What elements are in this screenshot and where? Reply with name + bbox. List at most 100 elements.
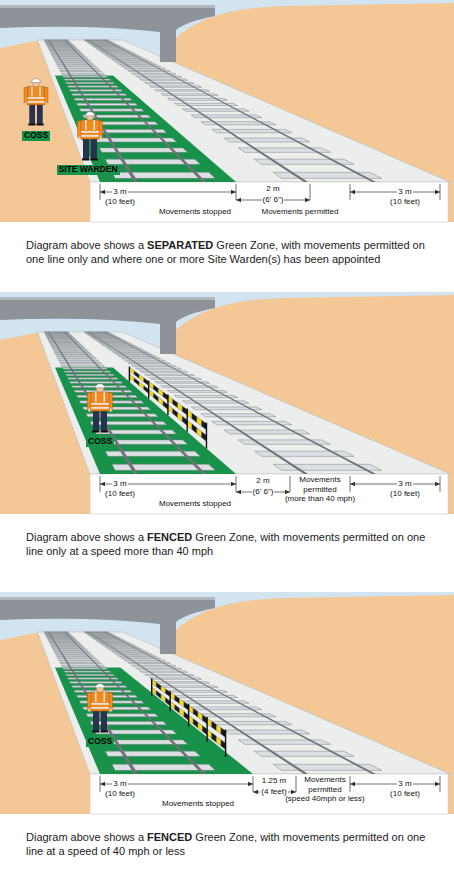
worker-boot <box>92 731 100 733</box>
bridge-parapet <box>0 597 215 600</box>
fence-post <box>206 717 207 742</box>
barrier-panel <box>197 428 202 438</box>
dimension-label: 3 m <box>112 779 127 789</box>
reflective-strap <box>94 120 96 130</box>
dimension-tick <box>296 776 297 792</box>
worker-figure <box>78 112 103 161</box>
dimension-arrowhead <box>350 482 355 486</box>
barrier-panel <box>161 694 166 702</box>
safety-helmet <box>85 112 95 116</box>
safety-fence <box>129 367 206 449</box>
barrier-panel <box>178 413 183 422</box>
worker-hand <box>99 136 103 140</box>
reflective-band <box>91 703 109 705</box>
dimension-label: (speed 40mph or less) <box>285 794 365 804</box>
barrier-panel <box>193 719 198 728</box>
dimension-label: 3 m <box>112 479 127 489</box>
worker-hand <box>24 102 27 105</box>
rail <box>64 632 206 774</box>
worker-hand <box>88 708 92 712</box>
dimension-line <box>350 192 440 193</box>
person-label: COSS <box>86 737 114 747</box>
dimension-arrowhead <box>231 190 236 194</box>
worker-figure <box>88 684 113 733</box>
barrier-panel <box>198 722 203 731</box>
worker-leg <box>93 410 99 432</box>
barrier-panel <box>144 378 149 386</box>
barrier-panel <box>192 413 197 422</box>
rail <box>104 332 376 474</box>
dimension-arrowhead <box>100 782 105 786</box>
sky <box>0 592 454 814</box>
caption-emphasis: SEPARATED <box>147 239 213 251</box>
dimension-label: (4 feet) <box>260 787 287 797</box>
barrier-panel <box>179 699 184 707</box>
dimension-label: 2 m <box>266 184 279 194</box>
fence-post <box>169 691 170 711</box>
fence-post <box>206 423 207 449</box>
dimension-tick <box>290 476 291 492</box>
barrier-panel <box>158 389 163 397</box>
worker-boot <box>82 159 90 161</box>
reflective-band <box>27 101 44 103</box>
rail <box>104 40 376 182</box>
dimension-label: Movements stopped <box>162 799 234 809</box>
barrier-panel <box>198 712 203 721</box>
worker-head <box>96 385 104 393</box>
barrier-panel <box>153 393 158 401</box>
bridge-deck <box>0 597 215 654</box>
barrier-panel <box>175 696 180 704</box>
dimension-arrowhead <box>100 482 105 486</box>
dimension-line <box>350 784 440 785</box>
reflective-band <box>81 135 99 137</box>
barrier-panel <box>149 381 154 389</box>
fence-post <box>129 367 130 382</box>
person-label: SITE WARDEN <box>57 165 120 175</box>
panel-illustration <box>0 592 454 814</box>
dimension-arrowhead <box>236 490 241 494</box>
barrier-panel <box>178 403 183 412</box>
person-label: COSS <box>22 131 50 141</box>
dimension-arrowhead <box>305 198 310 202</box>
dimension-label: (10 feet) <box>105 197 135 207</box>
dimension-arrowhead <box>350 190 355 194</box>
dimension-label: Movements stopped <box>159 499 231 509</box>
barrier-panel <box>182 406 187 415</box>
dimension-label: Movements permitted <box>295 475 345 494</box>
dimension-label: (more than 40 mph) <box>285 494 355 504</box>
rail <box>64 40 206 182</box>
dimension-label: 1.25 m <box>262 776 286 786</box>
dimension-arrowhead <box>435 482 440 486</box>
barrier-panel <box>193 708 198 717</box>
reflective-strap <box>104 692 106 702</box>
dimension-label: 3 m <box>397 479 412 489</box>
barrier-panel <box>139 374 144 381</box>
dimension-label: Movements permitted <box>300 775 350 794</box>
safety-fence <box>152 679 226 757</box>
dimension-label: (6' 6") <box>262 195 285 205</box>
barrier-panel <box>129 374 134 381</box>
dimension-band <box>90 774 448 814</box>
worker-hand <box>109 708 113 712</box>
rail <box>88 332 308 474</box>
dimension-label: (10 feet) <box>390 197 420 207</box>
dimension-label: (10 feet) <box>390 489 420 499</box>
barrier-panel <box>202 420 207 429</box>
rail <box>88 40 308 182</box>
worker-hand <box>88 408 92 412</box>
barrier-panel <box>129 367 134 374</box>
reflective-band <box>91 707 109 709</box>
caption-run: Diagram above shows a <box>26 239 147 251</box>
dimension-arrowhead <box>350 782 355 786</box>
worker-boot <box>101 431 109 433</box>
green-zone <box>55 76 236 183</box>
panel-illustration <box>0 292 454 514</box>
dimension-label: 3 m <box>397 187 412 197</box>
fence-post <box>187 409 188 432</box>
dimension-label: (10 feet) <box>105 489 135 499</box>
fence-post <box>188 704 189 726</box>
rail <box>88 632 308 774</box>
hi-vis-vest <box>27 87 44 105</box>
barrier-panel <box>156 683 161 691</box>
